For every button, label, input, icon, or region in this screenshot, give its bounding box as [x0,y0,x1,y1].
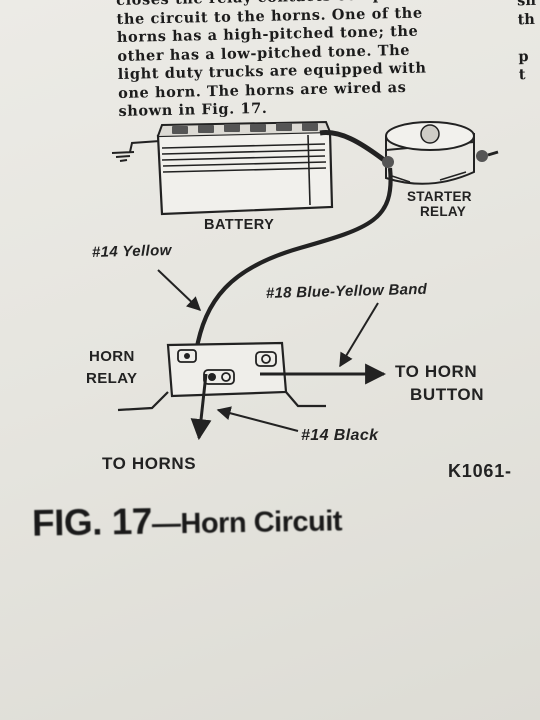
black-wire-label: #14 Black [301,427,379,444]
starter-relay-icon [382,121,499,185]
horn-relay-icon [117,341,326,412]
yellow-wire-label: #14 Yellow [92,242,173,261]
horn-relay-label: RELAY [86,370,137,387]
battery-label: BATTERY [204,217,274,233]
blue-yellow-wire-label: #18 Blue-Yellow Band [266,281,428,302]
horns-wire [190,373,212,441]
battery-icon [156,120,334,216]
black-leader-arrow [216,406,299,432]
to-horn-button-label: BUTTON [410,385,484,404]
yellow-wire [193,167,393,353]
figure-number: FIG. 17 [31,500,153,544]
to-horns-label: TO HORNS [102,454,196,473]
figure-caption: FIG. 17—Horn Circuit [32,497,343,544]
to-horn-button-label: TO HORN [395,362,477,381]
battery-ground-icon [111,140,161,162]
battery-cable [319,130,386,163]
starter-relay-label: STARTER [407,189,472,204]
horn-relay-label: HORN [89,348,135,365]
starter-relay-label: RELAY [420,204,466,219]
yellow-leader-arrow [157,269,202,311]
blue-yellow-leader-arrow [339,302,379,368]
figure-title: —Horn Circuit [151,505,343,541]
figure-code: K1061- [448,461,512,481]
